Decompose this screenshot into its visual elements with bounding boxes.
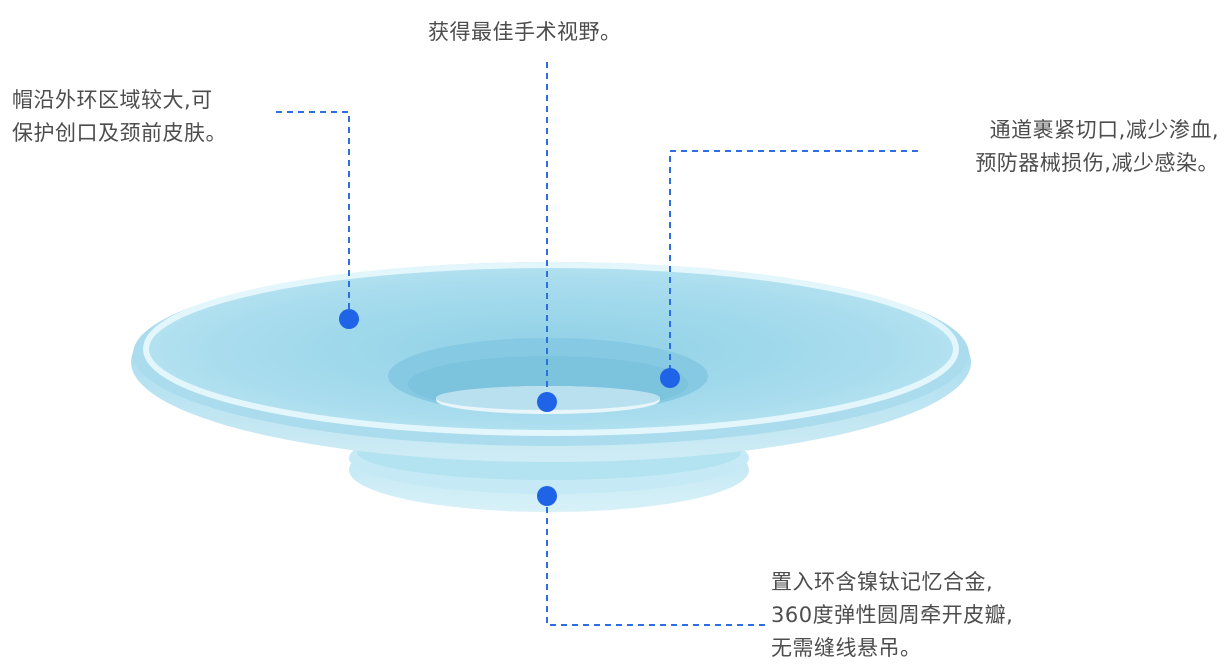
marker-dots	[339, 309, 680, 506]
flange-brim	[131, 262, 971, 462]
annotation-left-line: 帽沿外环区域较大,可	[12, 88, 213, 112]
marker-dot-ring	[537, 486, 557, 506]
annotation-bottom-line: 360度弹性圆周牵开皮瓣,	[771, 603, 1014, 627]
annotation-right-line: 通道裹紧切口,减少渗血,	[989, 118, 1219, 142]
annotation-right-line: 预防器械损伤,减少感染。	[975, 151, 1219, 175]
annotation-top-line: 获得最佳手术视野。	[428, 20, 622, 44]
marker-dot-brim	[339, 309, 359, 329]
marker-dot-channel	[537, 392, 557, 412]
annotation-left: 帽沿外环区域较大,可 保护创口及颈前皮肤。	[12, 84, 227, 150]
annotation-bottom: 置入环含镍钛记忆合金, 360度弹性圆周牵开皮瓣, 无需缝线悬吊。	[771, 566, 1013, 665]
annotation-bottom-line: 无需缝线悬吊。	[771, 636, 922, 660]
leader-line-bottom	[546, 496, 768, 626]
annotation-left-line: 保护创口及颈前皮肤。	[12, 121, 227, 145]
leader-lines	[276, 62, 918, 626]
leader-line-right	[669, 150, 918, 378]
marker-dot-wall	[660, 368, 680, 388]
annotation-top: 获得最佳手术视野。	[428, 16, 622, 49]
annotation-right: 通道裹紧切口,减少渗血, 预防器械损伤,减少感染。	[975, 114, 1219, 180]
leader-line-left	[276, 111, 350, 318]
annotation-bottom-line: 置入环含镍钛记忆合金,	[771, 570, 994, 594]
